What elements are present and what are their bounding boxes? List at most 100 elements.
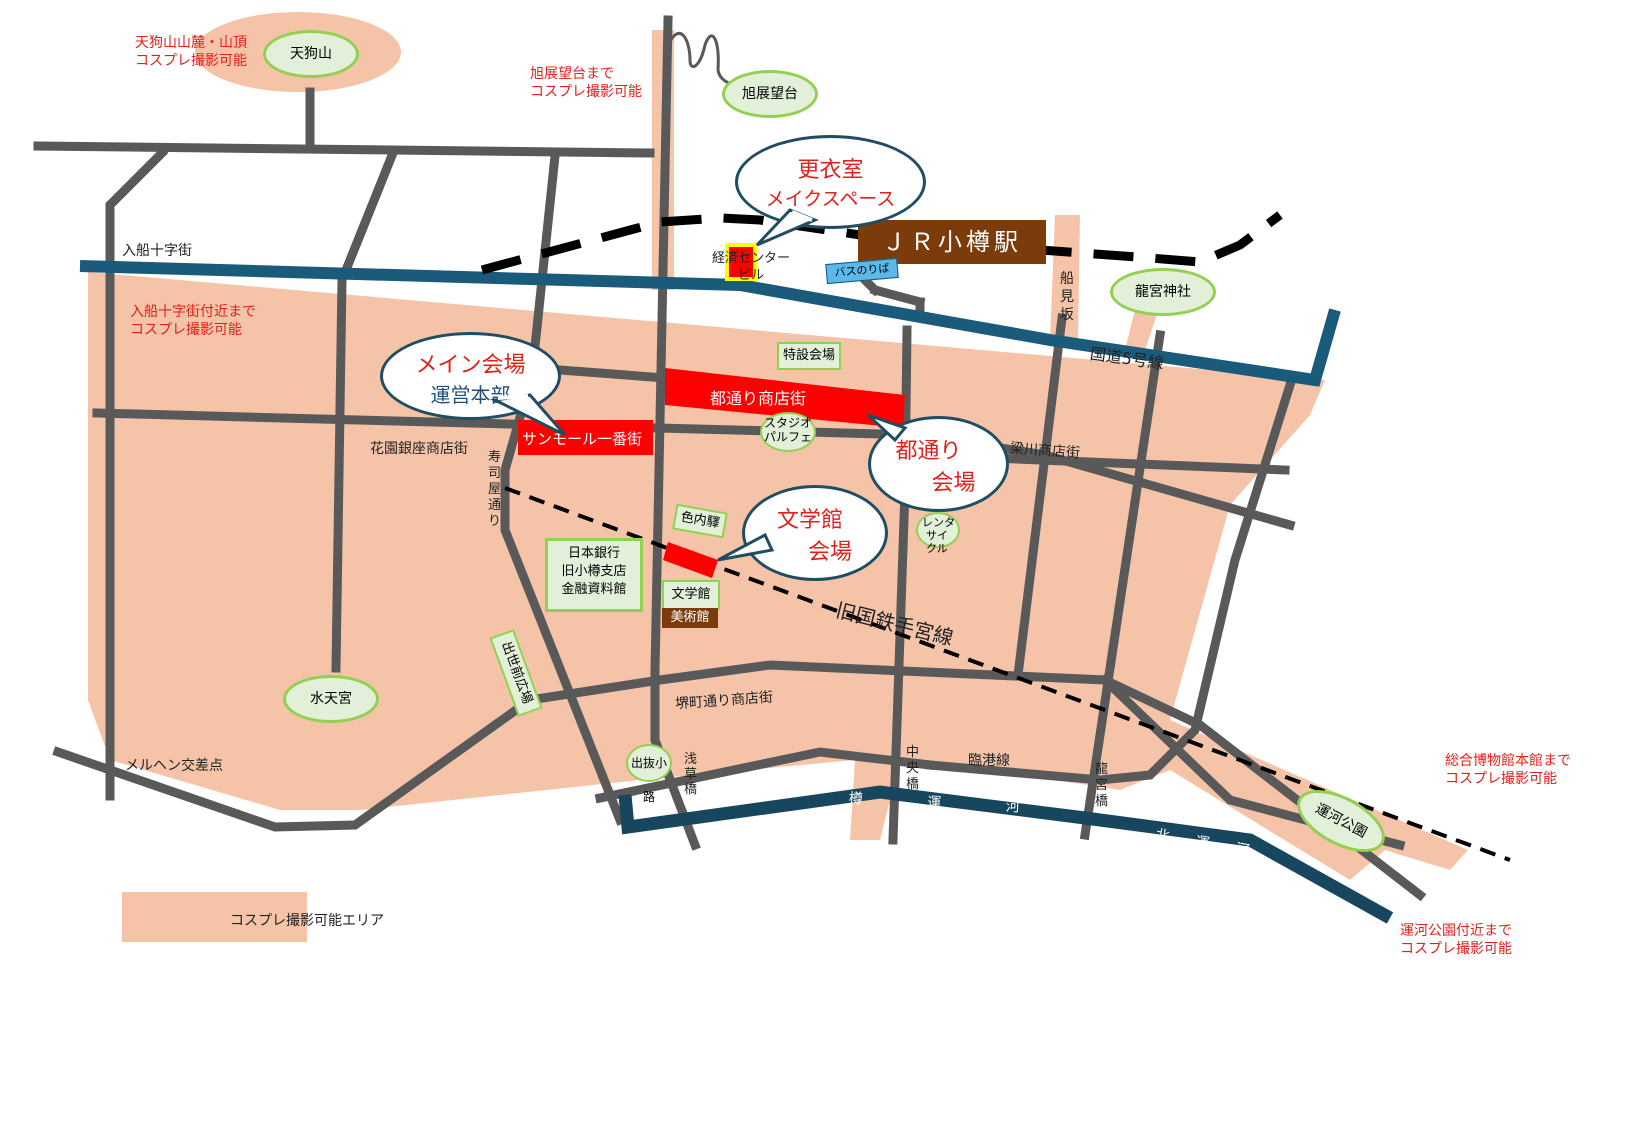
canal-char: 樽 bbox=[848, 790, 864, 808]
sushiya-char: 司 bbox=[488, 466, 502, 481]
kyokuten-path bbox=[666, 31, 747, 92]
note-line: 運河公園付近まで bbox=[1400, 923, 1512, 939]
note-line: 天狗山山麓・山頂 bbox=[135, 35, 247, 51]
note-line: コスプレ撮影可能 bbox=[1445, 771, 1557, 787]
bus-stop-sign[interactable]: バスのりば bbox=[825, 257, 899, 285]
ryugu-char: 龍 bbox=[1095, 762, 1109, 777]
note-tengu: 天狗山山麓・山頂 コスプレ撮影可能 bbox=[135, 34, 247, 70]
ryugu-bridge-label: 龍 宮 橋 bbox=[1095, 762, 1111, 810]
kyokuten-landmark[interactable]: 旭展望台 bbox=[722, 70, 818, 118]
note-line: 総合博物館本館まで bbox=[1445, 753, 1571, 769]
callout-line2: 運営本部 bbox=[430, 383, 511, 407]
rental-landmark[interactable]: レンタ サイクル bbox=[916, 512, 960, 555]
sushiya-char: り bbox=[488, 514, 502, 529]
studio-landmark[interactable]: スタジオ パルフェ bbox=[760, 412, 816, 452]
north-canal-label: 北 運 河 bbox=[1154, 824, 1251, 860]
rinko-label: 臨港線 bbox=[968, 753, 1010, 769]
note-museum: 総合博物館本館まで コスプレ撮影可能 bbox=[1445, 752, 1571, 788]
tokusetsu-landmark[interactable]: 特設会場 bbox=[777, 342, 841, 370]
irifune-cross-label: 入船十字街 bbox=[122, 243, 192, 259]
note-line: 旭展望台まで bbox=[530, 66, 614, 82]
callout-line1: 更衣室 bbox=[797, 158, 864, 183]
funami-char: 船 bbox=[1060, 271, 1074, 287]
note-line: コスプレ撮影可能 bbox=[130, 322, 242, 338]
callout-line2: メイクスペース bbox=[765, 188, 896, 210]
chuo-char: 央 bbox=[906, 761, 920, 776]
sushiya-char: 寿 bbox=[488, 450, 502, 465]
callout-line1: メイン会場 bbox=[415, 353, 526, 378]
bungakukan-landmark[interactable]: 文学館 bbox=[662, 580, 720, 610]
station-label: ＪＲ小樽駅 bbox=[882, 228, 1022, 256]
canal-park-landmark[interactable]: 運河公園 bbox=[1287, 777, 1395, 865]
chuo-char: 橋 bbox=[906, 777, 920, 792]
funami-strip bbox=[1050, 215, 1080, 340]
canal-char: 北 bbox=[1154, 826, 1171, 846]
hanazono-label: 花園銀座商店街 bbox=[370, 441, 468, 457]
marchen-label: メルヘン交差点 bbox=[125, 758, 223, 774]
keizai-center-venue bbox=[725, 243, 757, 281]
miyako-street-label: 都通り商店街 bbox=[710, 389, 807, 408]
canal-char: 運 bbox=[1194, 833, 1211, 853]
sunmall-label: サンモール一番街 bbox=[522, 430, 643, 448]
chuo-bridge-label: 中 央 橋 bbox=[906, 745, 922, 793]
canal bbox=[618, 785, 1394, 924]
route-5 bbox=[79, 260, 1341, 387]
keizai-line2: ビル bbox=[738, 268, 765, 283]
rental-line1: レンタ bbox=[922, 516, 955, 529]
studio-line2: パルフェ bbox=[763, 430, 812, 444]
legend-label: コスプレ撮影可能エリア bbox=[230, 913, 384, 929]
sushiya-char: 屋 bbox=[488, 482, 502, 497]
jr-otaru-station[interactable] bbox=[858, 220, 1046, 264]
note-line: コスプレ撮影可能 bbox=[530, 84, 642, 100]
old-railway-label: 旧国鉄手宮線 bbox=[833, 597, 956, 651]
canal-char: 運 bbox=[926, 794, 942, 812]
tengu-landmark[interactable]: 天狗山 bbox=[263, 30, 359, 78]
ryosen-label: 梁川商店街 bbox=[1009, 440, 1081, 462]
sushiya-label: 寿 司 屋 通 り bbox=[488, 450, 504, 530]
callout-line1: 都通り bbox=[895, 439, 962, 464]
note-line: 入船十字街付近まで bbox=[130, 304, 256, 320]
note-kyokuten: 旭展望台まで コスプレ撮影可能 bbox=[530, 65, 642, 101]
miyako-venue-callout[interactable]: 都通り 会場 bbox=[868, 416, 1009, 512]
canal-char: 小 bbox=[769, 786, 785, 804]
changing-room-callout[interactable]: 更衣室 メイクスペース bbox=[735, 135, 926, 229]
keizai-center-label: 経済センター ビル bbox=[712, 250, 790, 284]
callout-line1: 文学館 bbox=[776, 508, 843, 533]
debanuki-landmark[interactable]: 出抜小路 bbox=[626, 744, 672, 804]
ryugu-char: 宮 bbox=[1095, 778, 1109, 793]
ryugu-shrine-landmark[interactable]: 龍宮神社 bbox=[1110, 268, 1216, 316]
literature-venue-callout[interactable]: 文学館 会場 bbox=[742, 485, 888, 581]
chuo-char: 中 bbox=[906, 745, 920, 760]
note-irifune: 入船十字街付近まで コスプレ撮影可能 bbox=[130, 303, 256, 339]
irona-landmark[interactable]: 色内驛 bbox=[672, 503, 728, 539]
shusse-mae-landmark[interactable]: 出世前広場 bbox=[489, 629, 543, 717]
funami-zaka-label: 船 見 坂 bbox=[1060, 270, 1076, 324]
canal-char: 河 bbox=[1233, 840, 1251, 860]
rental-line2: サイクル bbox=[926, 529, 948, 555]
literature-venue bbox=[663, 542, 718, 578]
studio-line1: スタジオ bbox=[763, 416, 812, 430]
nichigin-line1: 日本銀行 bbox=[567, 546, 620, 561]
nichigin-landmark[interactable]: 日本銀行 旧小樽支店 金融資料館 bbox=[545, 538, 643, 612]
asakusa-char: 浅 bbox=[684, 752, 698, 767]
funami-char: 坂 bbox=[1060, 307, 1074, 323]
legend-swatch bbox=[122, 892, 307, 942]
funami-char: 見 bbox=[1060, 289, 1074, 305]
suitengu-landmark[interactable]: 水天宮 bbox=[283, 675, 379, 723]
canal-char: 河 bbox=[1005, 798, 1021, 816]
keizai-line1: 経済センター bbox=[712, 251, 791, 266]
note-line: コスプレ撮影可能 bbox=[135, 53, 247, 69]
main-venue-callout[interactable]: メイン会場 運営本部 bbox=[380, 332, 561, 420]
nichigin-line2: 旧小樽支店 bbox=[561, 564, 627, 579]
asakusa-char: 草 bbox=[684, 767, 698, 782]
callout-line2: 会場 bbox=[807, 540, 852, 565]
note-line: コスプレ撮影可能 bbox=[1400, 941, 1512, 957]
bijutsukan-landmark[interactable]: 美術館 bbox=[662, 608, 718, 628]
nichigin-line3: 金融資料館 bbox=[561, 582, 627, 597]
callout-line2: 会場 bbox=[931, 471, 976, 496]
ryugu-char: 橋 bbox=[1095, 794, 1109, 809]
otaru-canal-label: 小 樽 運 河 bbox=[770, 783, 1021, 816]
sushiya-char: 通 bbox=[488, 498, 502, 513]
